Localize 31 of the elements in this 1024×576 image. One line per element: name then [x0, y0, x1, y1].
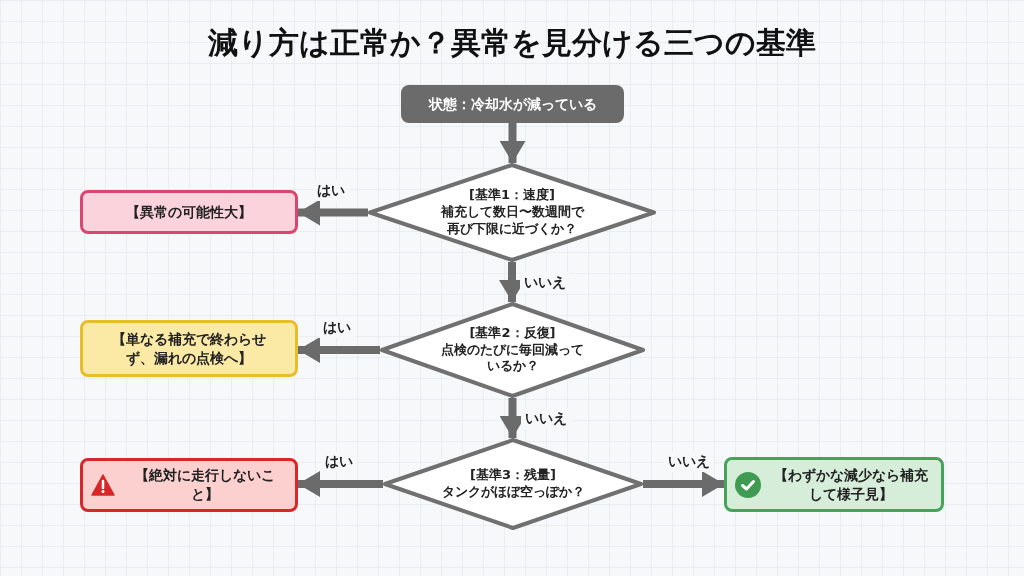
edge-label: はい	[319, 317, 355, 338]
box-text: 【絶対に走行しないこと】	[134, 466, 276, 504]
box-text: 状態：冷却水が減っている	[428, 94, 597, 114]
edge-label: いいえ	[520, 408, 571, 429]
question-text: 点検のたびに毎回減っているか？	[440, 341, 585, 376]
edge-label: はい	[313, 179, 349, 201]
arrow	[298, 199, 368, 226]
decision-diamond	[368, 163, 656, 262]
box-text: 【単なる補充で終わらせず、漏れの点検へ】	[111, 329, 267, 368]
title: 減り方は正常か？異常を見分ける三つの基準	[207, 24, 817, 62]
box-text: 【わずかな減少なら補充して様子見】	[773, 465, 929, 504]
result-box	[724, 457, 944, 512]
arrow	[499, 123, 526, 163]
criterion-heading: [基準2：反復]	[469, 324, 556, 342]
criterion-heading: [基準1：速度]	[469, 187, 555, 205]
warning-box	[80, 458, 298, 512]
criterion-heading: [基準3：残量]	[470, 467, 556, 484]
arrow	[643, 471, 724, 497]
edge-label: はい	[320, 451, 357, 472]
edge-label: いいえ	[520, 272, 570, 293]
box-text: 【異常の可能性大】	[126, 202, 252, 222]
arrow	[298, 471, 383, 497]
question-text: タンクがほぼ空っぽか？	[441, 484, 585, 501]
arrow	[298, 337, 380, 363]
start-box	[401, 85, 624, 123]
result-box	[80, 320, 298, 377]
result-box	[80, 190, 298, 234]
decision-diamond	[383, 438, 643, 530]
question-text: 補充して数日〜数週間で再び下限に近づくか？	[439, 204, 586, 238]
edge-label: いいえ	[663, 451, 714, 472]
decision-diamond	[380, 302, 645, 398]
